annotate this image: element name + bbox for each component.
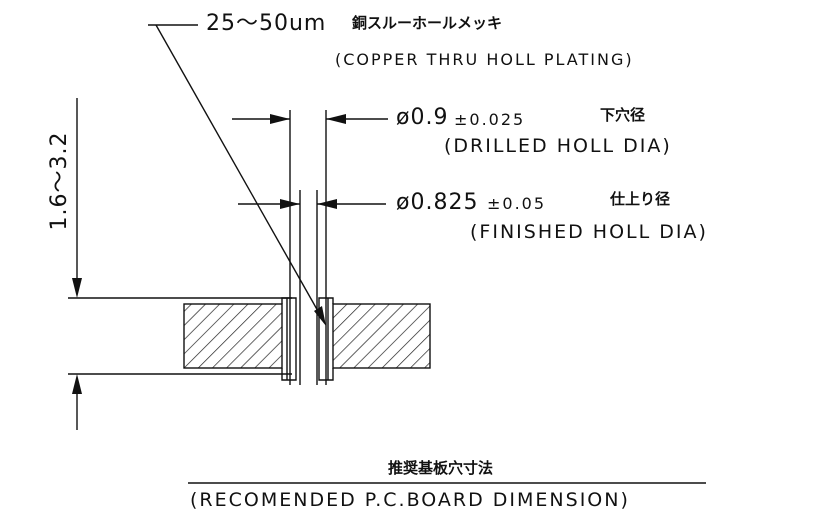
finished-dia-tolerance: ±0.05 [487, 194, 547, 213]
finished-dia-en-label: (FINISHED HOLL DIA) [470, 221, 708, 243]
title-en-label: (RECOMENDED P.C.BOARD DIMENSION) [190, 489, 630, 511]
board-thickness-dimension [72, 98, 82, 430]
drilled-dia-tolerance: ±0.025 [454, 110, 526, 129]
finished-dia-jp-label: 仕上り径 [610, 190, 671, 208]
plating-thickness-text: 25～50um [206, 11, 327, 36]
plated-through-hole [281, 110, 334, 385]
plating-jp-label: 銅スルーホールメッキ [352, 14, 503, 32]
board-extension-lines [68, 297, 292, 375]
board-thickness-label: 1.6～3.2 [47, 131, 72, 231]
board-cross-section [183, 303, 431, 369]
drilled-dia-dimension [232, 114, 388, 124]
drilled-dia-jp-label: 下穴径 [600, 106, 646, 124]
finished-dia-value: ø0.825 [396, 190, 479, 215]
plating-leader-line [148, 24, 326, 326]
plating-en-label: (COPPER THRU HOLL PLATING) [335, 50, 634, 69]
drilled-dia-value: ø0.9 [396, 105, 449, 130]
finished-dia-dimension [238, 199, 386, 209]
drilled-dia-en-label: (DRILLED HOLL DIA) [444, 135, 672, 157]
title-jp-label: 推奨基板穴寸法 [388, 459, 494, 477]
